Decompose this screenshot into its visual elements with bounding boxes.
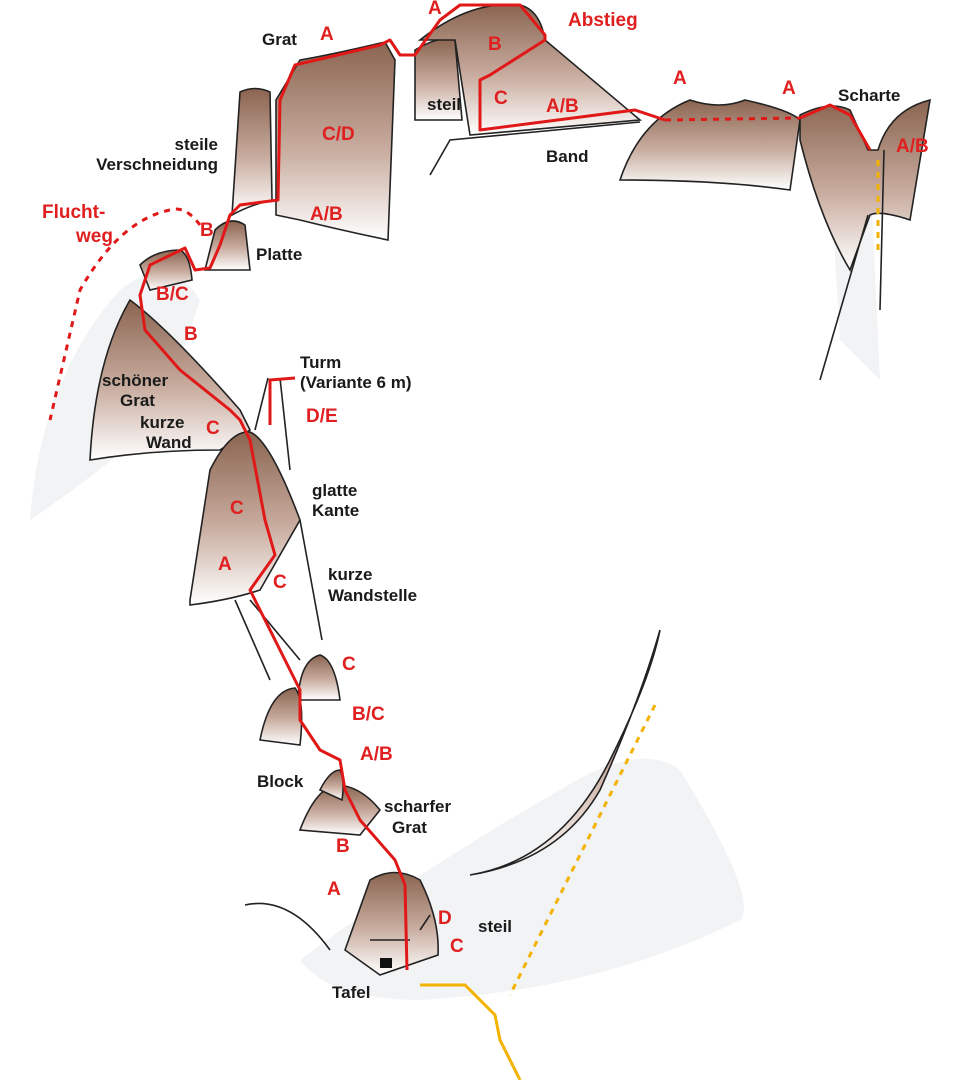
label-kurze2: kurze (328, 565, 372, 584)
grade: B (336, 836, 350, 857)
grade: B (184, 324, 198, 345)
grade: C (494, 88, 508, 109)
label-scharte: Scharte (838, 86, 900, 105)
grade: A/B (310, 204, 343, 225)
grade: C (342, 654, 356, 675)
grade: D/E (306, 406, 338, 427)
grade: B/C (156, 284, 189, 305)
grade: A (327, 879, 341, 900)
label-grat-low: Grat (392, 818, 427, 837)
label-grat-mid: Grat (120, 391, 155, 410)
label-platte: Platte (256, 245, 302, 264)
label-tafel: Tafel (332, 983, 370, 1002)
label-verschneidung: Verschneidung (96, 155, 218, 174)
label-glatte: glatte (312, 481, 357, 500)
label-turm: Turm (300, 353, 341, 372)
feature-labels: Grat steile Verschneidung steil Band Sch… (96, 30, 900, 1002)
grade: C (206, 418, 220, 439)
grade: B (200, 220, 214, 241)
grade: A (673, 68, 687, 89)
label-steil: steil (427, 95, 461, 114)
grade: A (428, 0, 442, 19)
label-schoener: schöner (102, 371, 169, 390)
grade: C/D (322, 124, 355, 145)
grade: D (438, 908, 452, 929)
label-steil-low: steil (478, 917, 512, 936)
grade: A (320, 24, 334, 45)
grade-labels: A A Abstieg B C A/B C/D A/B A A A/B Fluc… (42, 0, 929, 957)
label-grat: Grat (262, 30, 297, 49)
grade: A/B (360, 744, 393, 765)
tafel-marker (380, 958, 392, 968)
label-abstieg: Abstieg (568, 10, 638, 31)
grade: A (782, 78, 796, 99)
label-steile: steile (175, 135, 218, 154)
main-route (48, 3, 880, 1080)
grade: B (488, 34, 502, 55)
label-wand: Wand (146, 433, 192, 452)
grade: A/B (896, 136, 929, 157)
label-fluchtweg: Flucht- (42, 202, 105, 223)
label-band: Band (546, 147, 589, 166)
rock-formations (89, 3, 931, 976)
label-kurze: kurze (140, 413, 184, 432)
grade: A/B (546, 96, 579, 117)
label-block: Block (257, 772, 304, 791)
label-fluchtweg: weg (75, 226, 113, 247)
label-kante: Kante (312, 501, 359, 520)
grade: B/C (352, 704, 385, 725)
label-variante: (Variante 6 m) (300, 373, 412, 392)
grade: C (450, 936, 464, 957)
label-scharfer: scharfer (384, 797, 451, 816)
grade: C (230, 498, 244, 519)
grade: A (218, 554, 232, 575)
label-wandstelle: Wandstelle (328, 586, 417, 605)
grade: C (273, 572, 287, 593)
